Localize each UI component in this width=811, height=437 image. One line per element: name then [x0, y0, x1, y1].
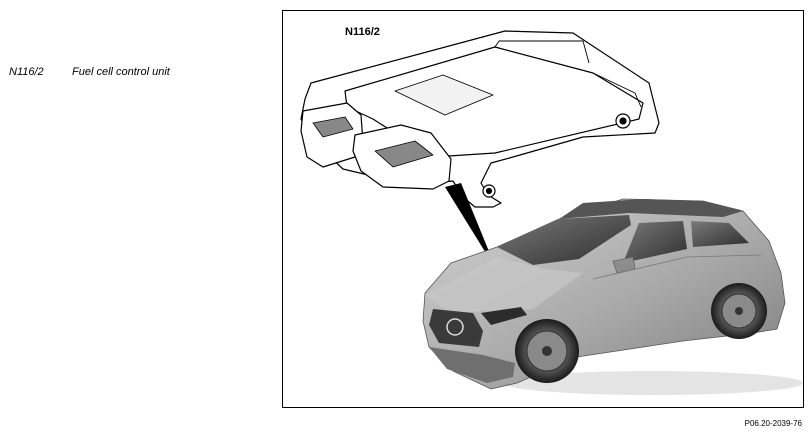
pointer-line [445, 183, 497, 271]
legend-description: Fuel cell control unit [72, 66, 170, 78]
figure-reference: P06.20-2039-76 [744, 419, 802, 428]
figure-frame: N116/2 [282, 10, 804, 408]
callout-label: N116/2 [345, 26, 380, 38]
vehicle-side-window [623, 221, 687, 263]
control-unit-drawing [300, 30, 660, 208]
illustration [300, 30, 803, 395]
label-panel [394, 74, 494, 116]
vehicle-grille [429, 309, 483, 347]
vehicle-illustration [422, 198, 803, 395]
legend-code: N116/2 [9, 66, 44, 78]
vehicle-windshield [497, 215, 631, 265]
